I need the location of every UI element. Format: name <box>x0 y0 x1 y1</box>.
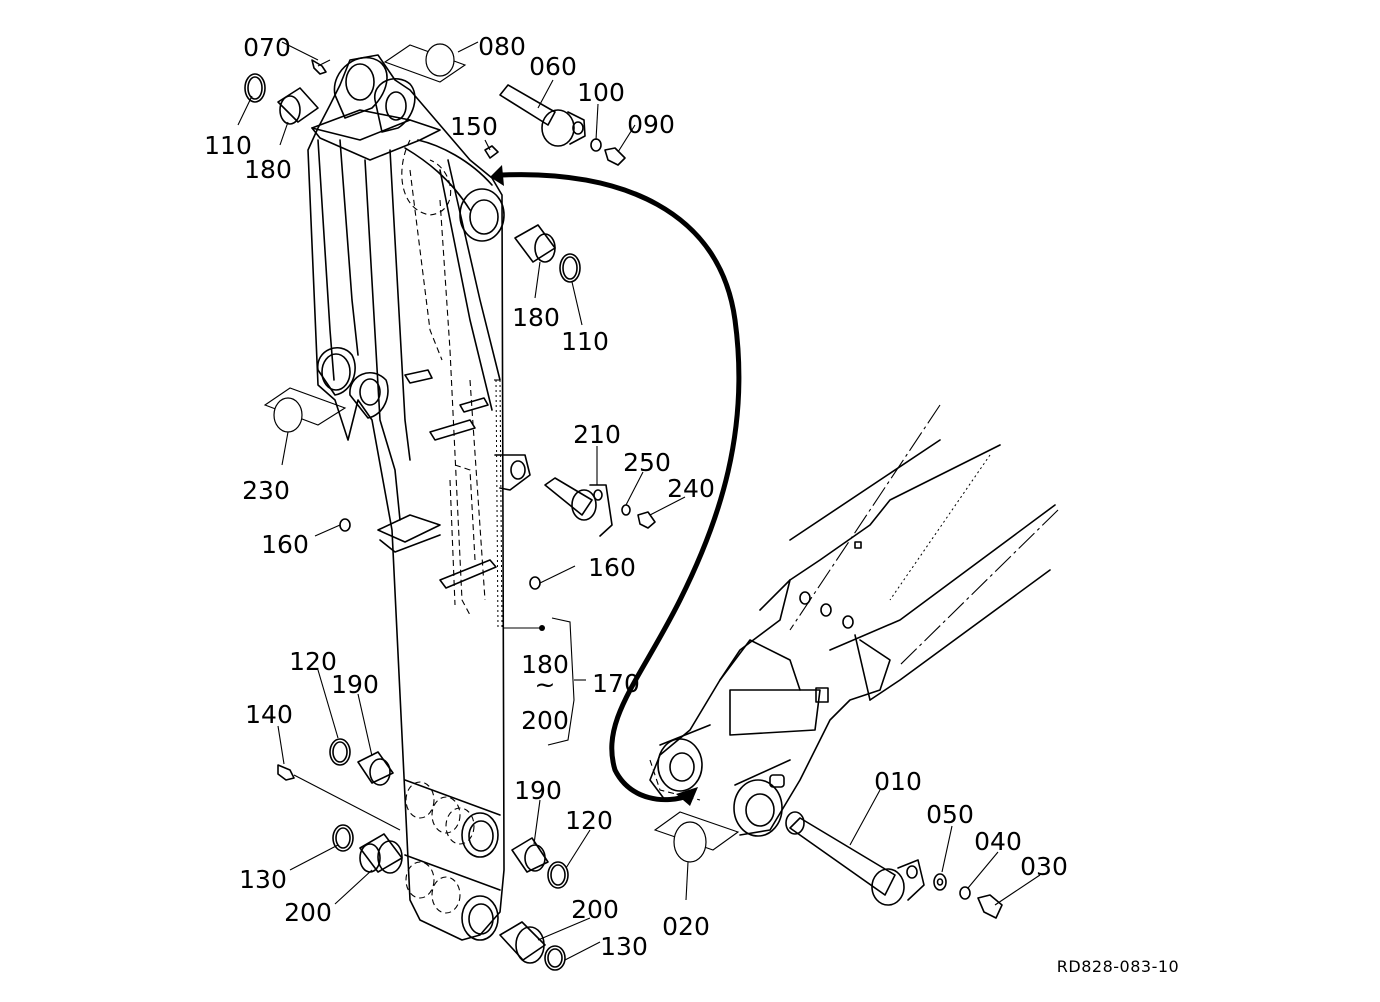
part-label-p050: 050 <box>926 800 974 829</box>
part-label-p160a: 160 <box>261 530 309 559</box>
part-label-p200b: 200 <box>284 898 332 927</box>
part-label-p230: 230 <box>242 476 290 505</box>
part-label-p010: 010 <box>874 767 922 796</box>
part-label-p140: 140 <box>245 700 293 729</box>
part-label-p160b: 160 <box>588 553 636 582</box>
boom-end <box>649 404 1059 837</box>
part-label-p210: 210 <box>573 420 621 449</box>
part-label-p120a: 120 <box>289 647 337 676</box>
part-label-p150: 150 <box>450 112 498 141</box>
part-label-p130b: 130 <box>600 932 648 961</box>
part-label-p110a: 110 <box>204 131 252 160</box>
part-label-p180a: 180 <box>244 155 292 184</box>
part-label-p170: 170 <box>592 669 640 698</box>
hose-arrow <box>490 165 742 806</box>
range-separator: ~ <box>535 670 556 699</box>
part-label-p110b: 110 <box>561 327 609 356</box>
arm-body <box>307 54 531 941</box>
part-label-p180c: 180 <box>521 650 569 679</box>
part-label-p080: 080 <box>478 32 526 61</box>
leader-lines <box>237 41 1041 961</box>
part-label-p180b: 180 <box>512 303 560 332</box>
part-label-p030: 030 <box>1020 852 1068 881</box>
part-label-p200a: 200 <box>521 706 569 735</box>
part-label-p190a: 190 <box>331 670 379 699</box>
small-parts <box>244 43 1003 971</box>
part-label-p250: 250 <box>623 448 671 477</box>
part-label-p040: 040 <box>974 827 1022 856</box>
part-label-p200c: 200 <box>571 895 619 924</box>
part-label-p130a: 130 <box>239 865 287 894</box>
part-label-p120b: 120 <box>565 806 613 835</box>
part-label-p020: 020 <box>662 912 710 941</box>
part-label-p070: 070 <box>243 33 291 62</box>
reference-code: RD828-083-10 <box>1057 957 1179 976</box>
part-label-p100: 100 <box>577 78 625 107</box>
part-label-p090: 090 <box>627 110 675 139</box>
part-label-p060: 060 <box>529 52 577 81</box>
part-label-p190b: 190 <box>514 776 562 805</box>
part-label-p240: 240 <box>667 474 715 503</box>
